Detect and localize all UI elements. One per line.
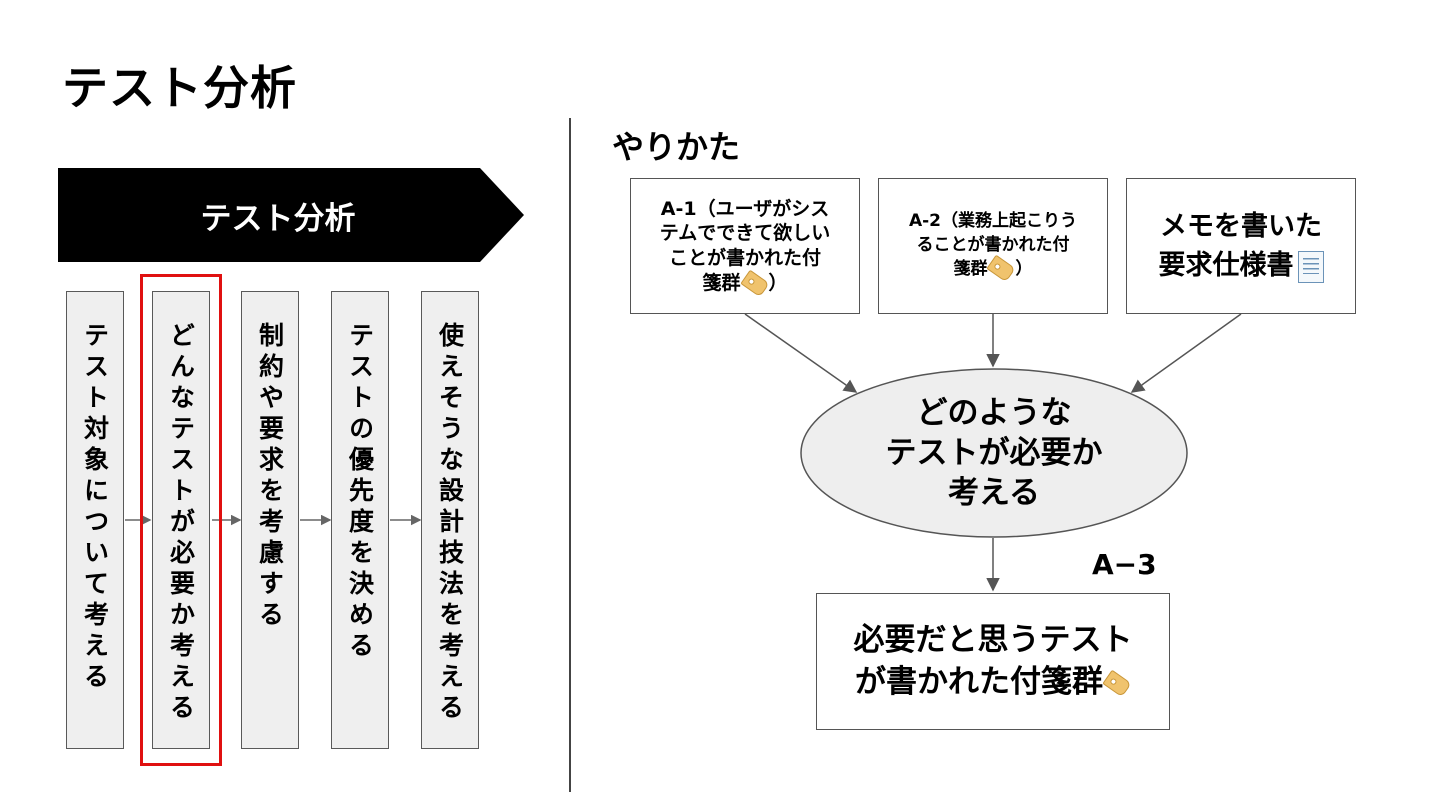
tag-icon bbox=[1102, 669, 1132, 697]
vertical-divider bbox=[569, 118, 571, 792]
input-box-spec: メモを書いた 要求仕様書 bbox=[1126, 178, 1356, 314]
output-line-2: が書かれた付箋群 bbox=[855, 663, 1103, 700]
step-label: どんなテストが必要か考える bbox=[166, 322, 196, 725]
step-label: テスト対象について考える bbox=[80, 322, 110, 694]
output-label: A−3 bbox=[1092, 548, 1157, 581]
step-highlight-frame bbox=[140, 274, 222, 766]
center-ellipse-label: どのような テストが必要か 考える bbox=[885, 394, 1103, 512]
input-text: メモを書いた 要求仕様書 bbox=[1158, 210, 1324, 283]
step-label: 使えそうな設計技法を考える bbox=[435, 322, 465, 725]
page-title: テスト分析 bbox=[62, 61, 297, 115]
step-box-2: どんなテストが必要か考える bbox=[152, 291, 210, 749]
input-text: A-2（業務上起こりう ることが書かれた付 箋群） bbox=[909, 210, 1077, 283]
document-icon bbox=[1297, 250, 1324, 283]
output-line-1: 必要だと思うテスト bbox=[853, 621, 1133, 658]
step-label: 制約や要求を考慮する bbox=[255, 322, 285, 632]
step-box-5: 使えそうな設計技法を考える bbox=[421, 291, 479, 749]
step-label: テストの優先度を決める bbox=[345, 322, 375, 663]
input-text: A-1（ユーザがシス テムでできて欲しい ことが書かれた付 箋群） bbox=[660, 197, 830, 298]
arrow-a1-to-center bbox=[744, 313, 858, 393]
step-box-4: テストの優先度を決める bbox=[331, 291, 389, 749]
banner-arrow bbox=[58, 168, 524, 262]
step-box-3: 制約や要求を考慮する bbox=[241, 291, 299, 749]
step-connectors bbox=[125, 514, 422, 526]
flow-diagram bbox=[744, 313, 1242, 592]
arrow-spec-to-center bbox=[1130, 313, 1242, 393]
input-box-a1: A-1（ユーザがシス テムでできて欲しい ことが書かれた付 箋群） bbox=[630, 178, 860, 314]
section-title: やりかた bbox=[612, 128, 741, 166]
banner-label: テスト分析 bbox=[200, 200, 356, 237]
input-box-a2: A-2（業務上起こりう ることが書かれた付 箋群） bbox=[878, 178, 1108, 314]
center-ellipse bbox=[800, 368, 1188, 538]
step-box-1: テスト対象について考える bbox=[66, 291, 124, 749]
output-box: 必要だと思うテスト が書かれた付箋群 bbox=[816, 593, 1170, 730]
